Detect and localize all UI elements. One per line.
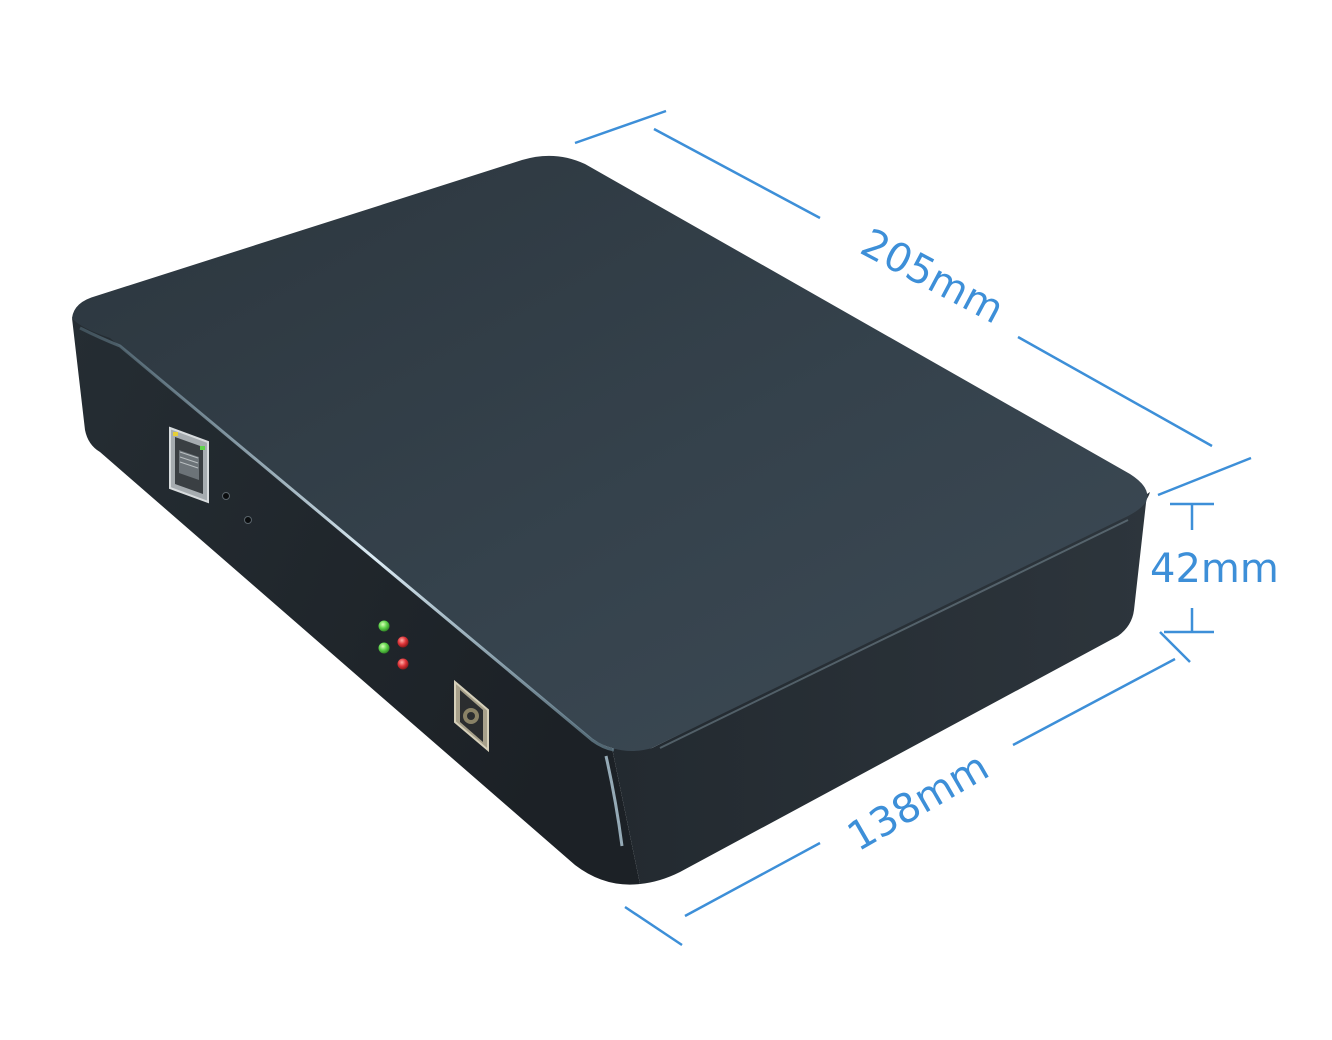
device-corner-highlight xyxy=(604,755,624,847)
device-left-face xyxy=(72,318,640,885)
usb-port-icon xyxy=(454,679,489,753)
device-top-face xyxy=(72,155,1148,752)
status-led-icon xyxy=(378,620,390,632)
reset-pinhole xyxy=(222,492,252,524)
status-led-icon xyxy=(397,658,409,670)
length-label: 205mm xyxy=(853,220,1011,333)
device-box xyxy=(72,155,1150,885)
device-right-face xyxy=(612,492,1150,884)
device-right-edge-highlight xyxy=(659,519,1129,749)
ethernet-port-icon xyxy=(169,426,209,504)
height-label: 42mm xyxy=(1150,546,1279,592)
dimension-height: 42mm xyxy=(1150,502,1279,634)
status-led-group xyxy=(378,620,409,670)
status-led-icon xyxy=(397,636,409,648)
device-edge-highlight xyxy=(79,326,615,752)
status-led-icon xyxy=(378,642,390,654)
